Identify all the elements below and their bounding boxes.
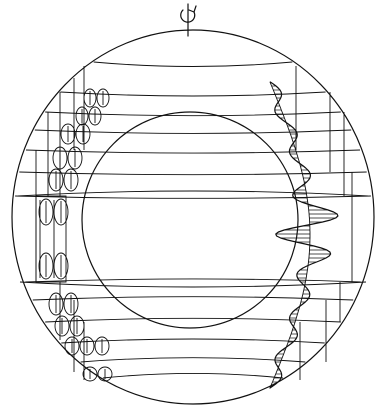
latitude-line (61, 339, 324, 343)
latitude-line (103, 373, 283, 378)
latitude-line (25, 279, 360, 282)
section-walls (36, 66, 352, 380)
equator-belt-bottom (20, 282, 366, 287)
latitude-line (81, 358, 306, 362)
equator-belt-top (18, 191, 368, 196)
inner-core (82, 112, 298, 328)
latitude-line (94, 62, 293, 67)
latitude-line (60, 92, 325, 96)
equatorial-column-frame (36, 196, 66, 282)
latitude-line (35, 130, 351, 133)
rotation-arrow-icon (181, 4, 196, 36)
convection-cell-columns (39, 89, 112, 381)
latitude-line (15, 196, 371, 198)
latitude-line (26, 150, 360, 153)
